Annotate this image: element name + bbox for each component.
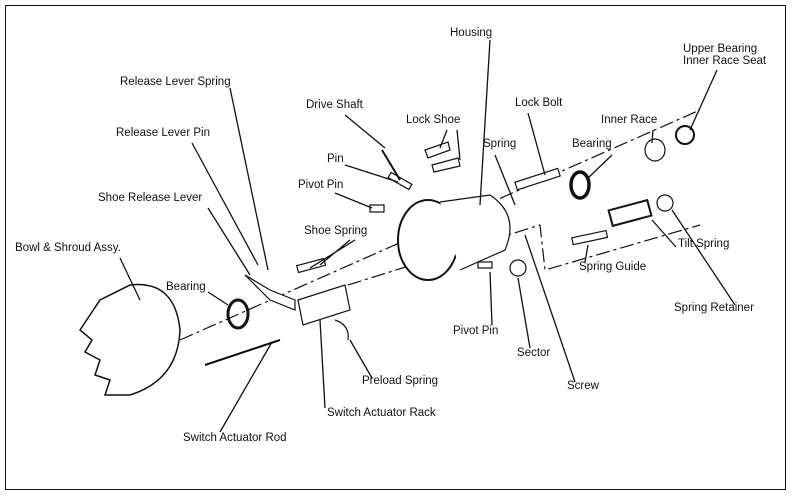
spring-guide-part <box>571 229 609 246</box>
label-release-lever-spring: Release Lever Spring <box>120 76 231 88</box>
shoe-release-lever-part <box>244 274 296 311</box>
label-upper-bearing-seat-line1: Upper Bearing <box>683 43 758 55</box>
label-screw: Screw <box>567 380 599 392</box>
label-switch-actuator-rack: Switch Actuator Rack <box>327 407 436 419</box>
label-lock-shoe: Lock Shoe <box>406 114 461 126</box>
bowl-shroud-part <box>79 283 181 396</box>
label-switch-actuator-rod: Switch Actuator Rod <box>183 432 287 444</box>
bearing-lower-part <box>226 298 250 330</box>
label-preload-spring: Preload Spring <box>362 375 439 387</box>
label-sector: Sector <box>517 347 551 359</box>
label-housing: Housing <box>450 27 493 39</box>
label-bowl-shroud: Bowl & Shroud Assy. <box>15 242 121 254</box>
upper-bearing-seat-part <box>675 125 695 145</box>
tilt-spring-part <box>607 198 653 228</box>
switch-actuator-rod-part <box>204 339 281 366</box>
label-lock-bolt: Lock Bolt <box>515 97 563 109</box>
label-shoe-spring: Shoe Spring <box>304 225 368 237</box>
preload-spring-part <box>334 319 349 341</box>
housing-body <box>439 194 511 271</box>
label-inner-race: Inner Race <box>601 114 658 126</box>
label-drive-shaft: Drive Shaft <box>306 99 363 111</box>
label-release-lever-pin: Release Lever Pin <box>116 127 210 139</box>
label-shoe-release-lever: Shoe Release Lever <box>98 192 203 204</box>
switch-actuator-rack-part <box>297 284 351 326</box>
label-tilt-spring: Tilt Spring <box>678 238 730 250</box>
label-spring-guide: Spring Guide <box>579 261 647 273</box>
label-pivot-pin-lower: Pivot Pin <box>453 325 499 337</box>
bearing-upper-part <box>569 170 591 200</box>
lock-bolt-part <box>514 167 561 191</box>
label-spring-retainer: Spring Retainer <box>674 302 754 314</box>
label-bearing-lower: Bearing <box>166 281 206 293</box>
pin-part <box>387 171 413 191</box>
diagram-frame <box>5 5 786 490</box>
pivot-pin-lower-part <box>477 261 493 269</box>
inner-race-part <box>644 138 666 162</box>
label-bearing-upper: Bearing <box>572 138 612 150</box>
lock-shoe-part <box>424 141 461 173</box>
label-pin: Pin <box>327 153 344 165</box>
leader-lines <box>119 39 736 433</box>
pivot-pin-upper-part <box>369 204 385 213</box>
sector-part <box>509 259 527 277</box>
label-upper-bearing-seat-line2: Inner Race Seat <box>683 55 767 67</box>
spring-retainer-part <box>656 194 674 212</box>
label-spring: Spring <box>483 138 517 150</box>
drive-shaft-part <box>381 149 401 181</box>
label-pivot-pin-upper: Pivot Pin <box>298 179 344 191</box>
